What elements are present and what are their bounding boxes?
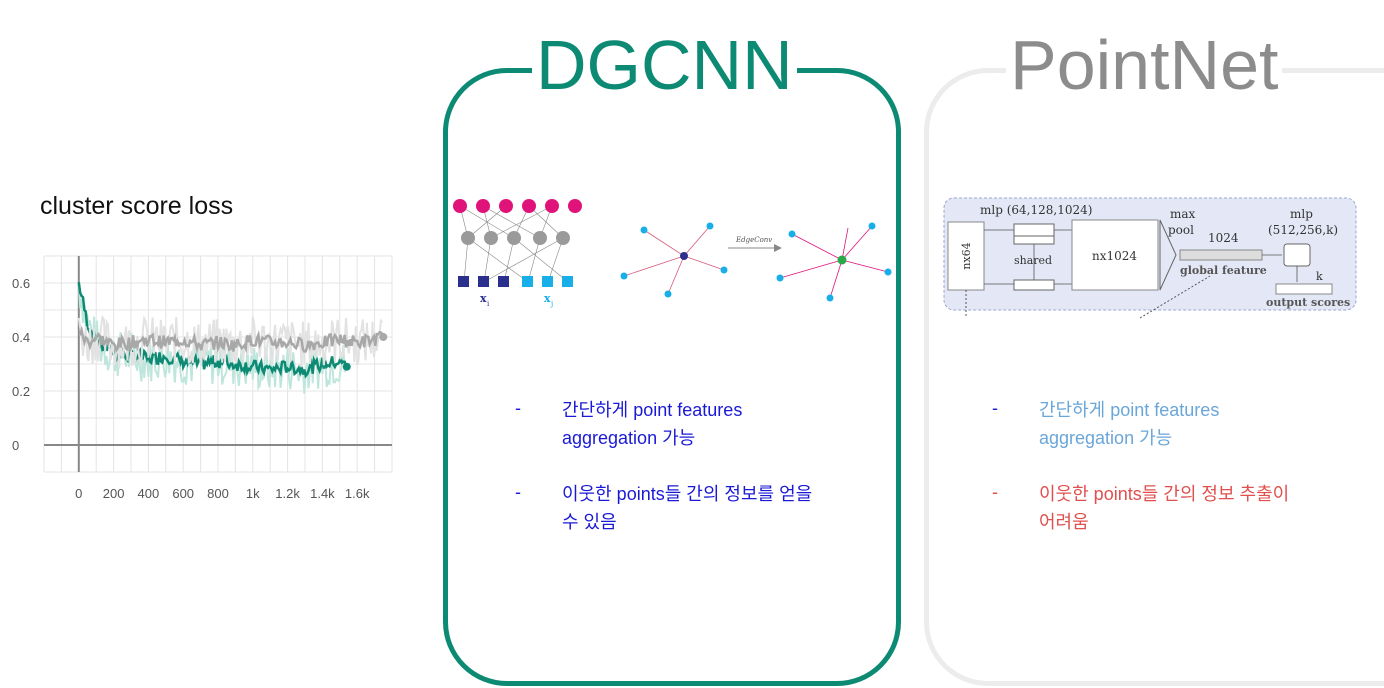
y-tick-label: 0.6: [12, 276, 30, 291]
input-nodes: [458, 276, 573, 287]
edge-graph-1: [623, 225, 725, 295]
series-end-marker: [342, 362, 351, 371]
xi-sub: i: [487, 300, 490, 308]
dgcnn-bullet-1-dash: -: [515, 398, 521, 418]
x-tick-label: 200: [103, 486, 125, 501]
k-label: k: [1316, 270, 1323, 283]
output-nodes: [453, 199, 582, 213]
x-tick-label: 1.2k: [275, 486, 300, 501]
xj-label: x: [544, 292, 551, 305]
feature-dim-label: 1024: [1208, 231, 1239, 245]
mlp2-dims-label: (512,256,k): [1268, 223, 1338, 237]
dgcnn-bullet-2: 이웃한 points들 간의 정보를 얻을 수 있음: [562, 484, 813, 532]
dgcnn-diagram: x i x j EdgeConv: [453, 199, 892, 308]
x-tick-label: 1.4k: [310, 486, 335, 501]
pointnet-panel: [924, 68, 1384, 686]
output-box: [1275, 283, 1333, 295]
x-tick-label: 800: [207, 486, 229, 501]
pointnet-bullet-1-dash: -: [992, 398, 998, 418]
pointnet-bullet-1: 간단하게 point features aggregation 가능: [1039, 400, 1220, 448]
hidden-nodes: [461, 231, 570, 245]
dgcnn-bullet-1: 간단하게 point features aggregation 가능: [562, 400, 743, 448]
pointnet-diagram: nx64 mlp (64,128,1024) shared nx1024 max…: [943, 197, 1357, 319]
series-end-marker: [379, 333, 388, 341]
chart-title: cluster score loss: [40, 192, 234, 220]
nx64-box: [947, 221, 985, 291]
mlp2-label: mlp: [1290, 207, 1313, 221]
raw-trace-1: [77, 314, 384, 369]
maxpool-label-2: pool: [1168, 223, 1194, 237]
pointnet-bullet-2: 이웃한 points들 간의 정보 추출이 어려움: [1039, 484, 1290, 532]
x-tick-label: 1.6k: [345, 486, 370, 501]
dgcnn-title: DGCNN: [532, 30, 797, 100]
nx1024-label: nx1024: [1092, 249, 1137, 263]
mlp2-box: [1283, 243, 1311, 267]
y-tick-label: 0.4: [12, 330, 30, 345]
x-tick-label: 0: [75, 486, 82, 501]
mlp1-label: mlp (64,128,1024): [980, 203, 1092, 217]
x-tick-label: 1k: [246, 486, 260, 501]
nx64-label: nx64: [960, 242, 973, 269]
x-tick-label: 400: [138, 486, 160, 501]
output-scores-label: output scores: [1266, 296, 1350, 309]
dgcnn-panel: [443, 68, 901, 686]
pointnet-title: PointNet: [1006, 30, 1283, 100]
dgcnn-bullet-2-dash: -: [515, 482, 521, 502]
global-feature-box: [1179, 249, 1263, 261]
edge-graph-2: [779, 225, 889, 299]
xi-label: x: [480, 292, 487, 305]
y-tick-label: 0.2: [12, 384, 30, 399]
nx1024-box: [1071, 219, 1159, 291]
pointnet-bullet-2-dash: -: [992, 482, 998, 502]
maxpool-label: max: [1170, 207, 1196, 221]
y-tick-label: 0: [12, 438, 19, 453]
loss-chart: 0 200 400 600 800 1k 1.2k 1.4k 1.6k 0.6 0.4 0.2 0: [12, 255, 393, 501]
shared-label: shared: [1014, 254, 1052, 267]
edgeconv-arrow: EdgeConv: [728, 236, 782, 252]
mlp-box-2: [1013, 235, 1055, 245]
mlp-box-3: [1013, 279, 1055, 291]
xj-sub: j: [550, 300, 553, 308]
mlp-box-1: [1013, 223, 1055, 237]
series-line-1: [78, 325, 384, 354]
x-tick-label: 600: [172, 486, 194, 501]
global-feature-label: global feature: [1180, 264, 1267, 277]
edgeconv-label: EdgeConv: [735, 236, 772, 244]
